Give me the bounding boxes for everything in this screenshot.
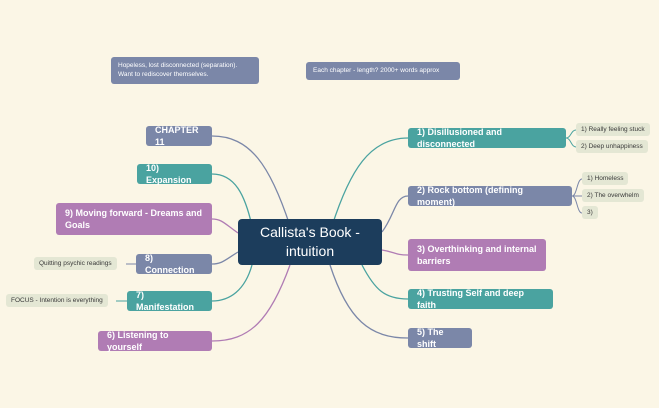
subtopic-ch7-1[interactable]: FOCUS - Intention is everything xyxy=(6,294,108,307)
link-ch2 xyxy=(381,195,409,233)
link-ch8 xyxy=(211,251,239,265)
link-ch3 xyxy=(381,249,409,256)
link-ch5 xyxy=(329,264,409,339)
link-ch10 xyxy=(211,173,253,227)
branch-chapter-1[interactable]: 1) Disillusioned and disconnected xyxy=(408,127,566,149)
branch-chapter-7[interactable]: 7) Manifestation xyxy=(127,290,212,312)
subtopic-ch1-1[interactable]: 1) Really feeling stuck xyxy=(576,123,650,136)
note-chapter-length[interactable]: Each chapter - length? 2000+ words appro… xyxy=(306,62,460,80)
link-ch11 xyxy=(211,135,291,227)
central-topic[interactable]: Callista's Book - intuition xyxy=(238,219,382,265)
link-ch4 xyxy=(361,264,409,300)
subtopic-ch1-2[interactable]: 2) Deep unhappiness xyxy=(576,140,648,153)
link-ch2-a xyxy=(571,178,583,197)
branch-chapter-10[interactable]: 10) Expansion xyxy=(137,163,212,185)
branch-chapter-6[interactable]: 6) Listening to yourself xyxy=(98,330,212,352)
link-ch1-a xyxy=(565,129,577,139)
subtopic-ch2-1[interactable]: 1) Homeless xyxy=(582,172,629,185)
note-premise[interactable]: Hopeless, lost disconnected (separation)… xyxy=(111,57,259,84)
branch-chapter-3[interactable]: 3) Overthinking and internal barriers xyxy=(408,239,546,271)
subtopic-ch8-1[interactable]: Quitting psychic readings xyxy=(34,257,117,270)
link-ch2-c xyxy=(571,195,583,214)
branch-chapter-8[interactable]: 8) Connection xyxy=(136,253,212,275)
branch-chapter-11[interactable]: CHAPTER 11 xyxy=(146,125,212,147)
link-ch6 xyxy=(211,264,291,342)
branch-chapter-9[interactable]: 9) Moving forward - Dreams and Goals xyxy=(56,203,212,235)
link-ch1 xyxy=(331,137,409,227)
subtopic-ch2-2[interactable]: 2) The overwhelm xyxy=(582,189,644,202)
branch-chapter-5[interactable]: 5) The shift xyxy=(408,327,472,349)
branch-chapter-2[interactable]: 2) Rock bottom (defining moment) xyxy=(408,185,572,207)
subtopic-ch2-3[interactable]: 3) xyxy=(582,206,598,219)
branch-chapter-4[interactable]: 4) Trusting Self and deep faith xyxy=(408,288,553,310)
link-ch7 xyxy=(211,264,253,302)
link-ch9 xyxy=(211,218,239,234)
link-ch1-b xyxy=(565,137,577,148)
